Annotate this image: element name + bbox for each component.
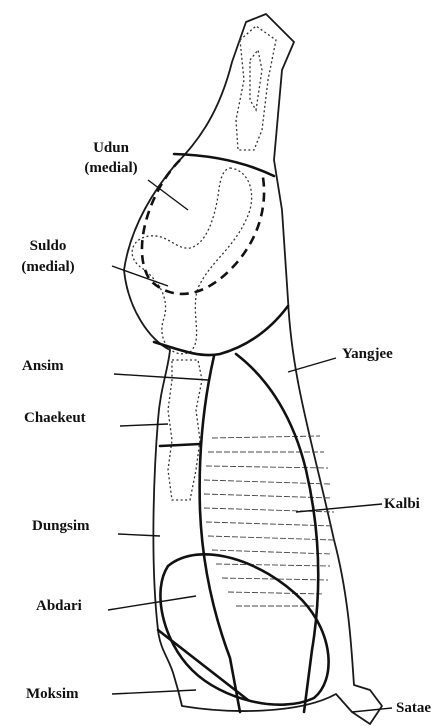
- label-udun-qualifier: (medial): [84, 160, 137, 176]
- label-suldo-qualifier: (medial): [21, 259, 74, 275]
- label-yangjee: Yangjee: [342, 346, 393, 362]
- abdari-leader: [108, 596, 196, 610]
- chaekeut-leader: [120, 424, 168, 426]
- hip-bone: [132, 168, 252, 354]
- label-kalbi: Kalbi: [384, 496, 420, 512]
- cut-line-chaekeut: [160, 444, 200, 446]
- ansim-leader: [114, 374, 208, 380]
- label-udun: Udun: [93, 140, 130, 156]
- shank-bone: [236, 26, 276, 150]
- label-dungsim: Dungsim: [32, 518, 90, 534]
- shank-bone-core: [250, 50, 262, 110]
- cut-line-moksim: [158, 630, 248, 700]
- label-ansim: Ansim: [22, 358, 64, 374]
- satae-leader: [352, 708, 392, 712]
- cut-line-sirloin: [154, 306, 288, 355]
- label-chaekeut: Chaekeut: [24, 410, 86, 426]
- suldo-leader: [112, 266, 168, 286]
- label-suldo: Suldo: [30, 238, 67, 254]
- label-abdari: Abdari: [36, 598, 82, 614]
- udun-boundary: [142, 160, 264, 294]
- label-satae: Satae: [396, 700, 431, 716]
- kalbi-leader: [296, 504, 382, 512]
- moksim-leader: [112, 690, 196, 694]
- cut-line-loin-left: [200, 356, 240, 712]
- label-moksim: Moksim: [26, 686, 79, 702]
- vertebrae: [168, 360, 202, 500]
- cut-line-loin-right: [236, 354, 318, 712]
- abdari-boundary: [160, 554, 328, 704]
